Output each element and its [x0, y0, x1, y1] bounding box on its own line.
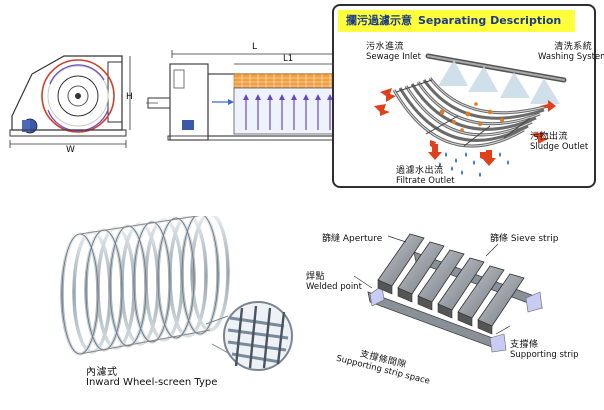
- label-welded-point: 焊點 Welded point: [306, 272, 362, 292]
- dimension-l1-label: L1: [283, 54, 294, 64]
- label-supporting-strip: 支撐條 Supporting strip: [510, 340, 579, 360]
- separating-illustration: [374, 53, 567, 177]
- separating-description-title: 攔污過濾示意 Separating Description: [338, 10, 576, 32]
- dimension-l-label: L: [252, 42, 258, 52]
- label-sieve-strip: 篩條 Sieve strip: [490, 234, 559, 244]
- sieve-strip-diagram: [353, 233, 543, 353]
- front-view-diagram: [146, 50, 349, 141]
- title-zh: 攔污過濾示意: [346, 14, 412, 27]
- title-en: Separating Description: [418, 14, 562, 27]
- dimension-h-label: H: [126, 92, 133, 102]
- label-sludge-outlet: 污物出流 Sludge Outlet: [530, 132, 589, 152]
- label-filtrate-outlet: 過濾水出流 Filtrate Outlet: [396, 166, 455, 186]
- dimension-w-label: W: [66, 145, 75, 155]
- label-aperture: 篩縫 Aperture: [322, 234, 383, 244]
- side-view-diagram: [9, 55, 131, 148]
- label-inward-wheel-screen: 內濾式 Inward Wheel-screen Type: [86, 367, 218, 388]
- wheel-screen-cylinder: [60, 216, 293, 371]
- label-sewage-inlet: 污水進流 Sewage Inlet: [366, 42, 421, 62]
- label-washing-system: 清洗系統 Washing System: [538, 42, 604, 62]
